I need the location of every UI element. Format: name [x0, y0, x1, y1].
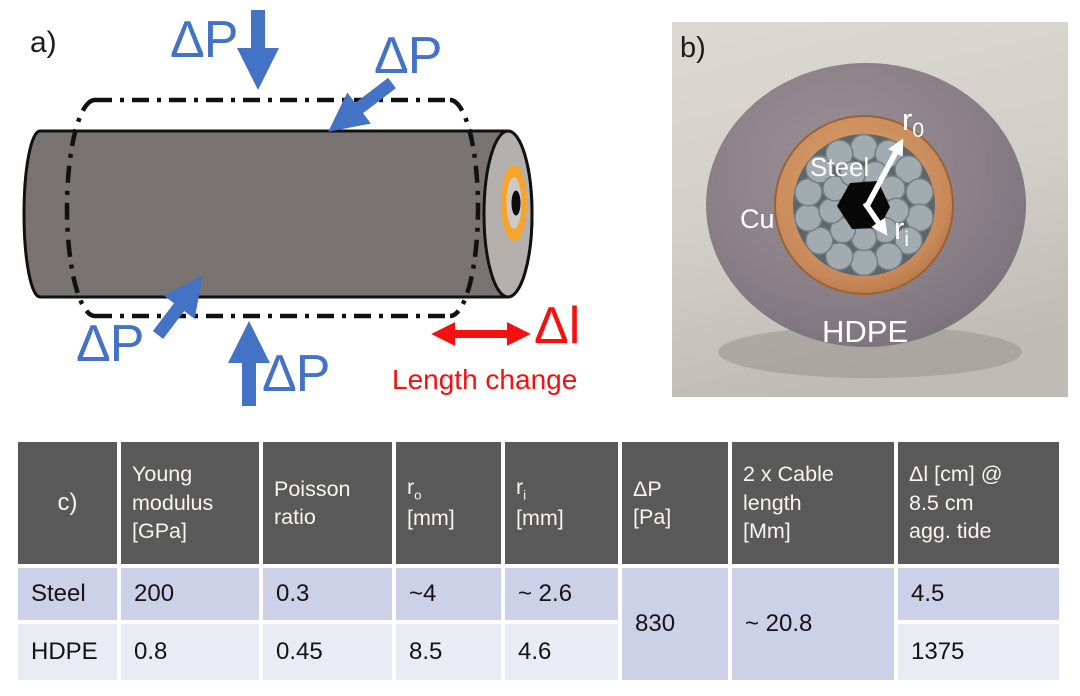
hdpe-delta-l-cell: 1375	[898, 624, 1059, 680]
table-row-steel: Steel 200 0.3 ~4 ~ 2.6 830 ~ 20.8 4.5	[18, 568, 1059, 680]
inner-radius-annotation: ri	[894, 213, 909, 250]
steel-poisson-ratio-cell: 0.3	[263, 568, 392, 620]
inner-radius-arrow-icon	[862, 201, 888, 236]
steel-strand-bundle	[793, 133, 935, 277]
outer-radius-header-subscript: o	[414, 487, 422, 503]
steel-name-cell: Steel	[18, 568, 117, 620]
hdpe-outer-radius-cell: 8.5	[396, 624, 501, 680]
hdpe-annotation: HDPE	[822, 314, 909, 349]
cable-shadow	[718, 326, 1022, 378]
steel-outer-radius-cell: ~4	[396, 568, 501, 620]
pressure-arrow-diagonal-topright-icon	[328, 77, 396, 132]
steel-annotation: Steel	[810, 152, 870, 182]
delta-p-value-cell: 830	[622, 568, 728, 680]
delta-l-label: Δl	[534, 297, 581, 355]
copper-annotation: Cu	[740, 204, 775, 234]
steel-inner-radius-cell: ~ 2.6	[505, 568, 618, 620]
header-cell-delta-l: Δl [cm] @ 8.5 cm agg. tide	[898, 442, 1059, 564]
material-properties-table: c) Young modulus [GPa] Poisson ratio ro[…	[14, 438, 1063, 684]
delta-p-label-top-right: ΔP	[374, 27, 442, 85]
delta-p-label-bottom-left: ΔP	[76, 315, 144, 373]
outer-radius-header-base: r	[407, 475, 415, 500]
header-cell-delta-p: ΔP [Pa]	[622, 442, 728, 564]
hdpe-poisson-ratio-cell: 0.45	[263, 624, 392, 680]
expanded-outline-dashdot	[64, 97, 481, 319]
inner-radius-subscript: i	[904, 228, 910, 252]
header-cell-cable-length: 2 x Cable length [Mm]	[732, 442, 894, 564]
panel-a-label: a)	[30, 26, 57, 59]
steel-delta-l-cell: 4.5	[898, 568, 1059, 620]
pressure-arrow-diagonal-bottomleft-icon	[152, 276, 203, 339]
hdpe-inner-radius-cell: 4.6	[505, 624, 618, 680]
outer-radius-subscript: 0	[912, 119, 925, 143]
inner-radius-base: r	[894, 211, 905, 246]
outer-radius-base: r	[902, 102, 913, 137]
cable-cross-section-photo	[672, 22, 1068, 397]
header-cell-poisson-ratio: Poisson ratio	[263, 442, 392, 564]
hdpe-name-cell: HDPE	[18, 624, 117, 680]
header-cell-outer-radius: ro [mm]	[396, 442, 501, 564]
inner-radius-header-unit: [mm]	[516, 506, 564, 531]
inner-radius-header-subscript: i	[523, 487, 527, 503]
cable-cylinder-body	[22, 129, 534, 299]
table-header-row: c) Young modulus [GPa] Poisson ratio ro[…	[18, 442, 1059, 564]
outer-radius-header-unit: [mm]	[407, 506, 455, 531]
steel-young-modulus-cell: 200	[121, 568, 259, 620]
length-change-label: Length change	[392, 364, 578, 395]
hdpe-young-modulus-cell: 0.8	[121, 624, 259, 680]
end-cap-center-hole	[511, 190, 521, 216]
panel-b-label: b)	[680, 32, 706, 64]
header-cell-inner-radius: ri [mm]	[505, 442, 618, 564]
panel-c-label: c)	[18, 442, 117, 564]
outer-radius-annotation: r0	[902, 104, 924, 141]
cable-length-value-cell: ~ 20.8	[732, 568, 894, 680]
outer-radius-arrow-icon	[863, 138, 904, 210]
inner-radius-header-base: r	[516, 475, 524, 500]
table-row-hdpe: HDPE 0.8 0.45 8.5 4.6 1375	[18, 624, 1059, 680]
cylinder-diagram-graphic	[22, 10, 534, 406]
delta-p-label-bottom: ΔP	[262, 345, 330, 403]
header-cell-young-modulus: Young modulus [GPa]	[121, 442, 259, 564]
delta-p-label-top: ΔP	[170, 11, 238, 69]
